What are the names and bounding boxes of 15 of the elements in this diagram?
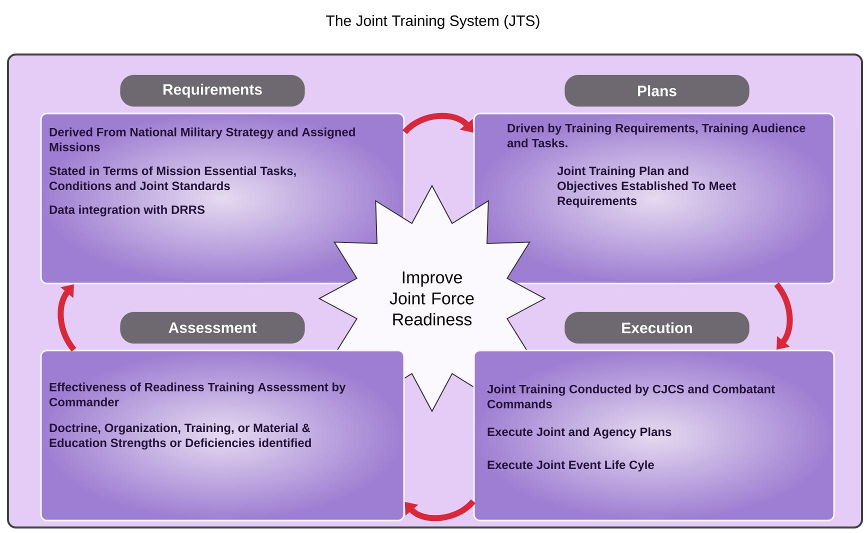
heading-pill: Requirements: [120, 74, 306, 107]
bullet-text: Doctrine, Organization, Training, or Material & Education Strengths or Deficiencies identified: [50, 423, 311, 450]
bullet-text: Driven by Training Requirements, Training Audience and Tasks.: [507, 124, 806, 148]
cycle-arrow: [404, 499, 476, 522]
title: The Joint Training System (JTS): [326, 15, 540, 29]
bullet-text: Derived From National Military Strategy and Assigned Missions: [50, 128, 355, 152]
heading-pill: Execution: [564, 312, 750, 344]
heading-pill: Plans: [564, 74, 750, 107]
cycle-arrow: [402, 112, 474, 134]
bullet-text: Execute Joint Event Life Cyle: [488, 460, 654, 472]
bullet-text: Joint Training Plan and Objectives Established To Meet Requirements: [557, 166, 736, 208]
bullet-text: Stated in Terms of Mission Essential Tasks, Conditions and Joint Standards: [49, 166, 296, 190]
bullet-text: Execute Joint and Agency Plans: [488, 427, 672, 439]
heading-pill: Assessment: [120, 312, 306, 344]
bullet-text: Data integration with DRRS: [50, 205, 205, 216]
